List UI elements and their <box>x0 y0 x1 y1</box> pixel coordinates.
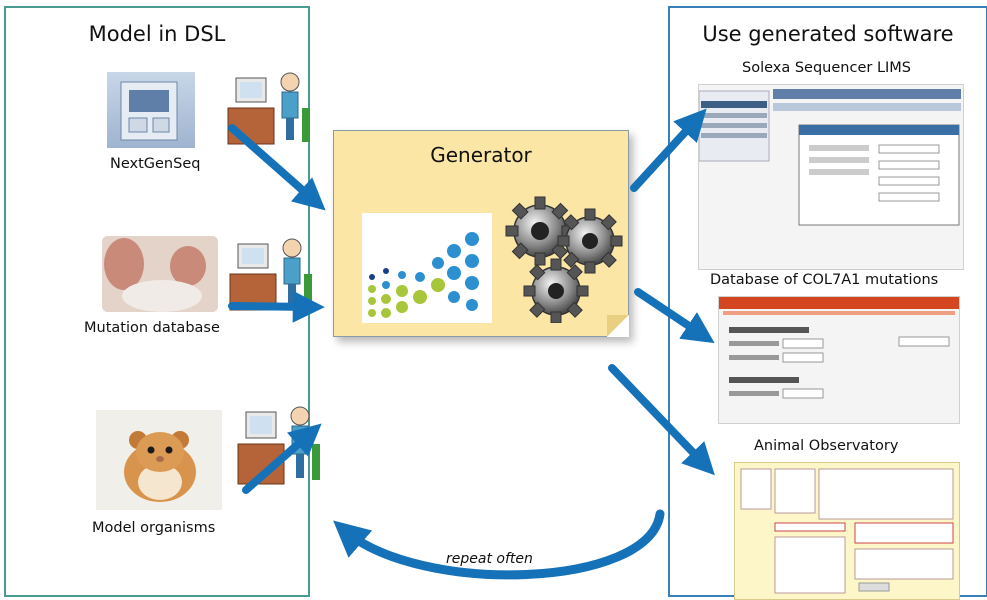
right-panel: Use generated software Solexa Sequencer … <box>668 6 987 600</box>
screenshot-animal-observatory <box>734 462 960 600</box>
app-title-animal-observatory: Animal Observatory <box>754 438 899 454</box>
computer-user-icon <box>224 68 316 152</box>
app-title-solexa-lims: Solexa Sequencer LIMS <box>742 60 912 76</box>
screenshot-col7a1-database <box>718 296 960 424</box>
sequencer-machine-icon <box>107 72 195 148</box>
left-panel: Model in DSL NextGenSeq Mutation databas… <box>4 6 320 597</box>
item-label-mutation-database: Mutation database <box>84 320 220 336</box>
repeat-often-label: repeat often <box>446 551 533 567</box>
item-label-model-organisms: Model organisms <box>92 520 216 536</box>
screenshot-solexa-lims <box>698 84 964 270</box>
patient-photo-icon <box>102 236 218 312</box>
app-title-col7a1-database: Database of COL7A1 mutations <box>710 272 939 288</box>
dot-grid-icon <box>362 213 492 323</box>
gears-icon <box>504 193 624 324</box>
left-panel-title: Model in DSL <box>88 22 226 46</box>
generator-title: Generator <box>430 143 532 167</box>
computer-user-icon <box>234 400 326 494</box>
item-label-nextgenseq: NextGenSeq <box>110 156 201 172</box>
computer-user-icon <box>226 234 318 318</box>
right-panel-title: Use generated software <box>702 22 954 46</box>
generator-box: Generator <box>333 130 629 337</box>
hamster-icon <box>96 410 222 510</box>
